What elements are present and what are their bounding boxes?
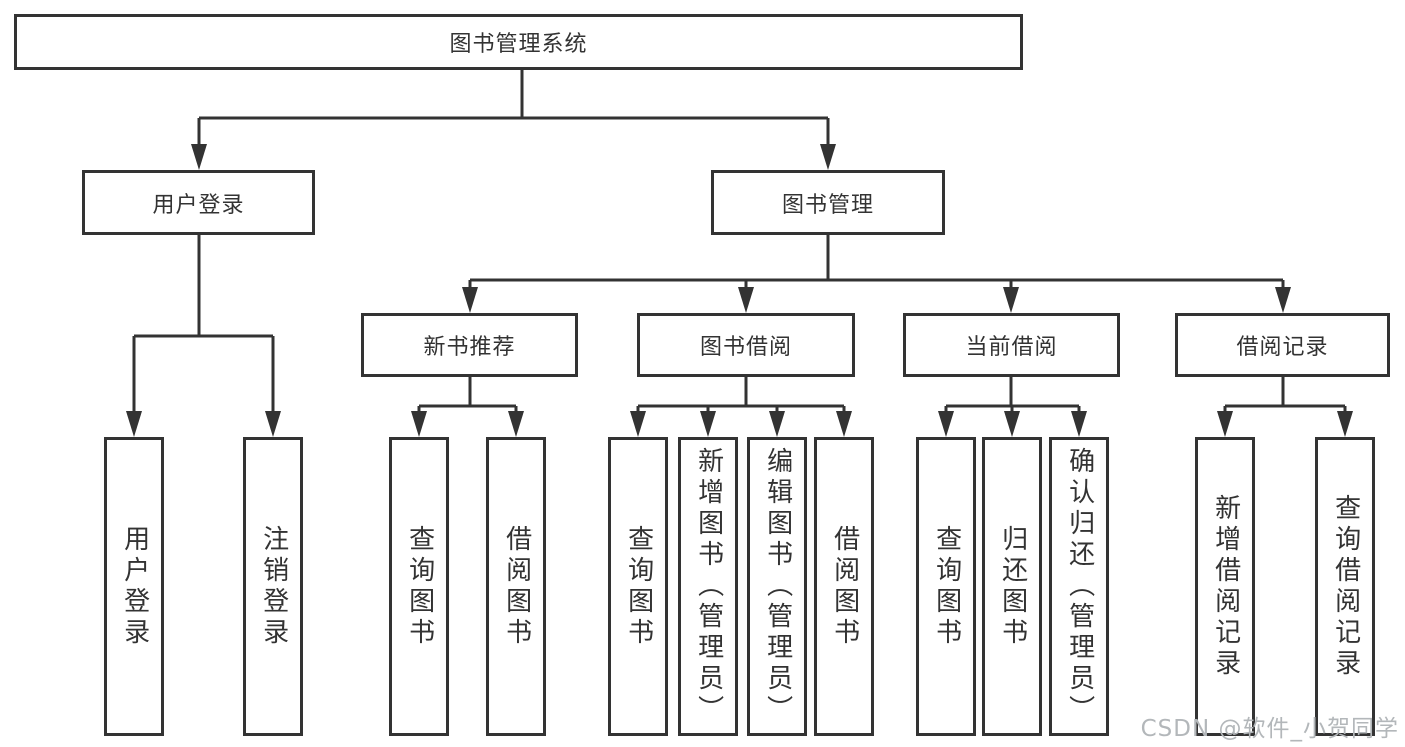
node-book-borrow: 图书借阅 bbox=[637, 313, 855, 377]
leaf-user-login: 用户登录 bbox=[104, 437, 164, 736]
leaf-query-books-borrow: 查询图书 bbox=[608, 437, 668, 736]
node-root-system: 图书管理系统 bbox=[14, 14, 1023, 70]
leaf-query-books-recommend: 查询图书 bbox=[389, 437, 449, 736]
csdn-watermark: CSDN @软件_小贺同学 bbox=[1140, 716, 1399, 742]
leaf-return-books: 归还图书 bbox=[982, 437, 1042, 736]
leaf-add-book-admin: 新增图书（管理员） bbox=[678, 437, 738, 736]
leaf-add-borrow-record: 新增借阅记录 bbox=[1195, 437, 1255, 736]
node-book-management: 图书管理 bbox=[711, 170, 945, 235]
leaf-query-borrow-record: 查询借阅记录 bbox=[1315, 437, 1375, 736]
node-current-borrow: 当前借阅 bbox=[903, 313, 1120, 377]
leaf-borrow-books-recommend: 借阅图书 bbox=[486, 437, 546, 736]
node-user-login: 用户登录 bbox=[82, 170, 315, 235]
leaf-confirm-return-admin: 确认归还（管理员） bbox=[1049, 437, 1109, 736]
node-borrow-records: 借阅记录 bbox=[1175, 313, 1390, 377]
node-new-book-recommend: 新书推荐 bbox=[361, 313, 578, 377]
leaf-query-books-current: 查询图书 bbox=[916, 437, 976, 736]
leaf-logout: 注销登录 bbox=[243, 437, 303, 736]
leaf-borrow-books-borrow: 借阅图书 bbox=[814, 437, 874, 736]
leaf-edit-book-admin: 编辑图书（管理员） bbox=[747, 437, 807, 736]
arrowhead-icons bbox=[126, 144, 1353, 437]
